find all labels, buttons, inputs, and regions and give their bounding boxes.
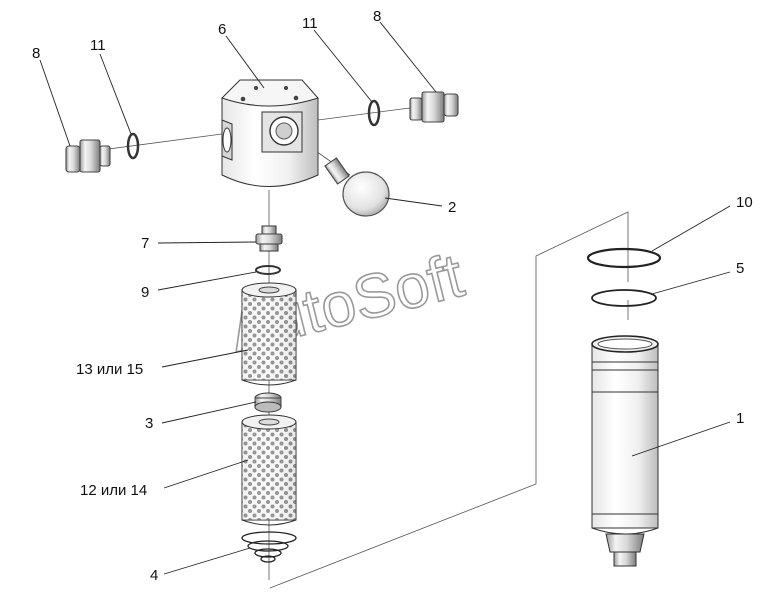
label-3: 3: [145, 415, 153, 432]
label-8-left: 8: [32, 45, 40, 62]
label-4: 4: [150, 567, 158, 584]
callout-labels: 8 11 6 11 8 2 7 9 13 или 15 3 12 или 14 …: [32, 8, 753, 584]
fitting-right: [409, 91, 459, 123]
label-1: 1: [736, 410, 744, 427]
clogging-indicator: [324, 157, 390, 217]
ring-5: [591, 289, 657, 307]
washer-right: [367, 99, 381, 127]
spring: [241, 531, 297, 563]
ring-10: [586, 247, 662, 269]
label-8-right: 8: [373, 8, 381, 25]
label-5: 5: [736, 260, 744, 277]
washer-left: [126, 132, 140, 160]
fitting-left: [65, 139, 111, 173]
label-7: 7: [141, 235, 149, 252]
filter-bowl: [591, 335, 659, 567]
label-10: 10: [736, 194, 753, 211]
label-11-right: 11: [302, 15, 318, 32]
label-2: 2: [448, 199, 456, 216]
filter-element-upper: [241, 282, 297, 386]
o-ring-9: [255, 265, 281, 275]
leader-lines: [39, 21, 731, 575]
label-6: 6: [218, 21, 226, 38]
filter-element-lower: [241, 414, 297, 526]
label-13-or-15: 13 или 15: [76, 361, 143, 378]
label-11-left: 11: [90, 37, 106, 54]
label-12-or-14: 12 или 14: [80, 482, 147, 499]
nipple: [255, 225, 283, 252]
label-9: 9: [141, 284, 149, 301]
bushing: [254, 392, 282, 413]
filter-head-housing: [221, 79, 319, 187]
